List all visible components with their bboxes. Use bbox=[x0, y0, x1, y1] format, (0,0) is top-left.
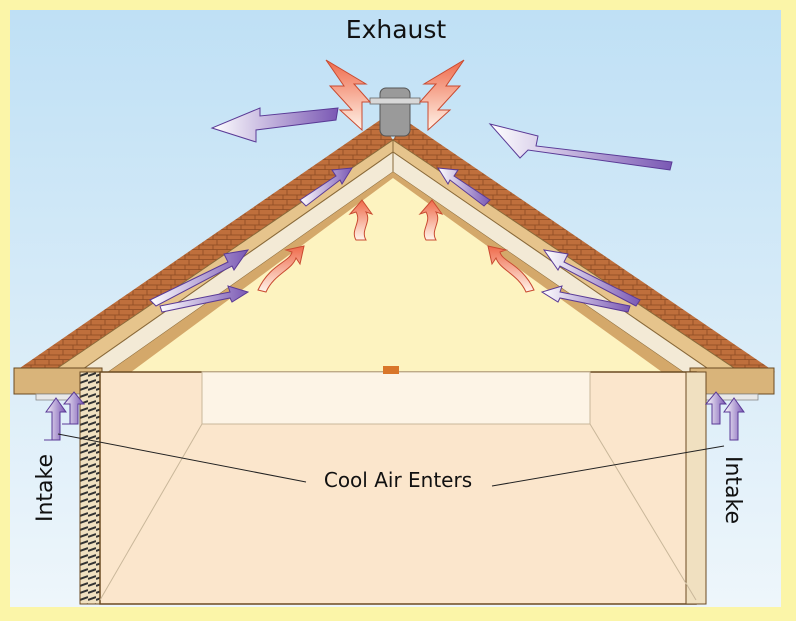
intake-arrow-right-1 bbox=[723, 397, 745, 441]
floor-line-left bbox=[99, 423, 203, 601]
ridge-vent-cap bbox=[379, 87, 411, 137]
attic-hot-air bbox=[257, 199, 535, 293]
outside-air-arrow-right bbox=[488, 123, 673, 171]
cool-air-arrow-left-3 bbox=[159, 285, 250, 313]
leader-line-right bbox=[491, 445, 725, 487]
exhaust-plumes bbox=[325, 59, 465, 132]
cool-air-label: Cool Air Enters bbox=[324, 468, 472, 492]
intake-label-left: Intake bbox=[33, 454, 58, 522]
roof-right-rafter bbox=[393, 172, 712, 398]
wall-right-siding bbox=[685, 371, 707, 605]
cool-air-flow bbox=[149, 107, 673, 313]
back-wall bbox=[201, 371, 591, 425]
hot-air-curl-right bbox=[487, 245, 535, 293]
ridge-vent-flange bbox=[369, 97, 421, 105]
intake-arrows bbox=[44, 391, 745, 441]
intake-arrow-left-2 bbox=[62, 391, 86, 425]
cool-air-arrow-right-3 bbox=[540, 285, 631, 313]
hot-air-curl-left bbox=[257, 245, 305, 293]
intake-arrow-left-1 bbox=[44, 397, 67, 441]
intake-arrow-right-2 bbox=[704, 391, 728, 425]
exhaust-label: Exhaust bbox=[346, 15, 447, 44]
cool-air-arrow-left-1 bbox=[149, 249, 250, 307]
intake-label-right: Intake bbox=[720, 456, 745, 524]
cool-air-arrow-right-1 bbox=[542, 249, 641, 307]
ceiling-marker bbox=[383, 366, 399, 374]
leader-line-left bbox=[57, 433, 307, 483]
floor-line-right bbox=[589, 423, 697, 601]
cool-air-arrow-right-2 bbox=[437, 167, 491, 207]
hot-air-wave-2 bbox=[418, 199, 444, 241]
outside-air-arrow-left bbox=[210, 107, 339, 143]
wall-left-siding bbox=[79, 371, 101, 605]
soffit-vent-right bbox=[697, 393, 759, 401]
attic-space bbox=[100, 165, 690, 372]
roof-left-shingles bbox=[14, 120, 393, 380]
hot-air-plume-right bbox=[418, 59, 465, 132]
cool-air-arrow-left-2 bbox=[299, 167, 353, 207]
hot-air-plume-left bbox=[325, 59, 372, 132]
hot-air-wave-1 bbox=[348, 199, 374, 241]
roof-left-rafter bbox=[80, 172, 393, 398]
roof-right-shingles bbox=[393, 120, 775, 380]
